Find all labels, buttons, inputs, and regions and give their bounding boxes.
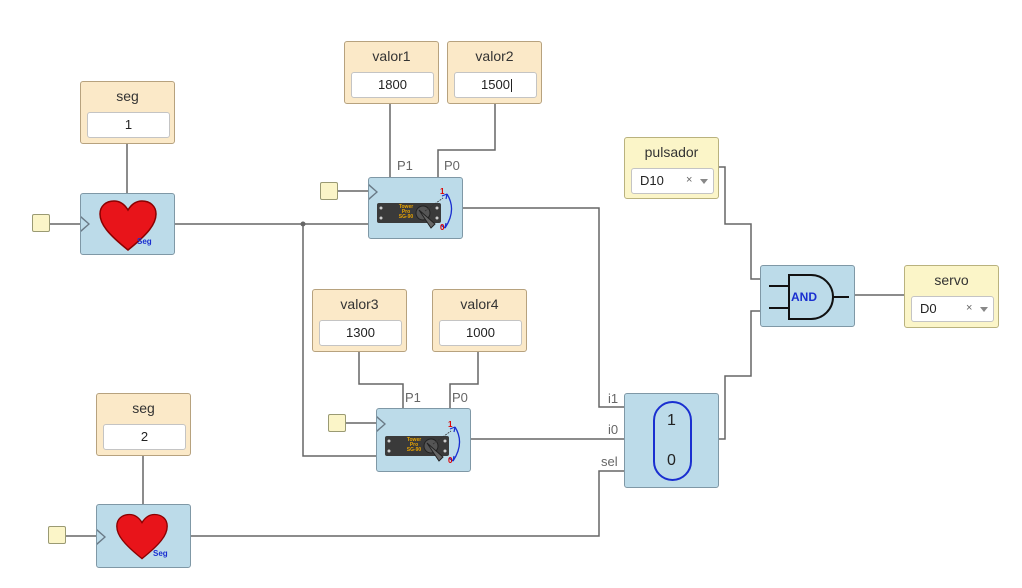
- seg1-value-field[interactable]: 1: [87, 112, 170, 138]
- valor4-value-field[interactable]: 1000: [439, 320, 522, 346]
- heart2-clock-port[interactable]: [48, 526, 66, 544]
- chevron-down-icon[interactable]: [980, 307, 988, 312]
- pulsador-input-block[interactable]: pulsador D10 ×: [624, 137, 719, 199]
- valor2-value-field[interactable]: 1500: [454, 72, 537, 98]
- valor4-constant-block[interactable]: valor4 1000: [432, 289, 527, 352]
- servo1-angle-top: 1: [440, 187, 445, 196]
- mux-top-value: 1: [667, 412, 676, 429]
- valor4-title: valor4: [460, 296, 499, 312]
- valor2-title: valor2: [475, 48, 514, 64]
- valor2-constant-block[interactable]: valor2 1500: [447, 41, 542, 104]
- seg2-value-field[interactable]: 2: [103, 424, 186, 450]
- servo2-clock-marker: [377, 416, 386, 432]
- wire-valor2-p0: [437, 103, 496, 177]
- servo-title: servo: [934, 272, 969, 288]
- heart-icon: [116, 513, 168, 560]
- pulsador-clear-icon[interactable]: ×: [686, 174, 693, 186]
- servo1-clock-port[interactable]: [320, 182, 338, 200]
- wire-junction: [300, 221, 306, 227]
- servo2-angle-bottom: 0: [448, 456, 453, 465]
- heart1-clock-port[interactable]: [32, 214, 50, 232]
- mux-i1-label: i1: [608, 391, 619, 406]
- seg2-constant-block[interactable]: seg 2: [96, 393, 191, 456]
- mux-sel-label: sel: [601, 454, 618, 469]
- multiplexer-block[interactable]: 1 0: [624, 393, 719, 488]
- text-cursor: [511, 79, 512, 92]
- heart1-clock-marker: [81, 216, 90, 232]
- valor3-constant-block[interactable]: valor3 1300: [312, 289, 407, 352]
- seg1-constant-block[interactable]: seg 1: [80, 81, 175, 144]
- valor1-title: valor1: [372, 48, 411, 64]
- wire-heart2-sel: [190, 470, 624, 537]
- servo2-p1-label: P1: [405, 390, 421, 405]
- valor1-value-field[interactable]: 1800: [351, 72, 434, 98]
- heart-icon: [99, 200, 157, 251]
- heart1-label: Seg: [137, 237, 152, 246]
- mux-bottom-value: 0: [667, 452, 676, 469]
- chevron-down-icon[interactable]: [700, 179, 708, 184]
- mux-i0-label: i0: [608, 422, 619, 437]
- and-gate-label: AND: [791, 290, 817, 304]
- wire-heart1-servo2: [302, 224, 376, 457]
- heart2-clock-marker: [97, 529, 106, 545]
- servo1-p1-label: P1: [397, 158, 413, 173]
- and-gate-icon: [769, 274, 849, 320]
- heart2-label: Seg: [153, 549, 168, 558]
- wire-valor3-p1: [358, 351, 404, 408]
- wire-pulsador-and: [718, 166, 760, 280]
- and-gate-block[interactable]: AND: [760, 265, 855, 327]
- servo1-angle-bottom: 0: [440, 223, 445, 232]
- valor1-constant-block[interactable]: valor1 1800: [344, 41, 439, 104]
- seg1-title: seg: [116, 88, 139, 104]
- servo2-angle-top: 1: [448, 420, 453, 429]
- servo2-p0-label: P0: [452, 390, 468, 405]
- wire-servo1-i1: [463, 207, 624, 408]
- servo1-clock-marker: [369, 184, 378, 200]
- wire-valor4-p0: [449, 351, 479, 408]
- servo-clear-icon[interactable]: ×: [966, 302, 973, 314]
- servo-motor-icon: [377, 193, 453, 229]
- wire-mux-and: [718, 310, 760, 440]
- pulsador-title: pulsador: [644, 144, 699, 160]
- valor3-title: valor3: [340, 296, 379, 312]
- servo2-clock-port[interactable]: [328, 414, 346, 432]
- servo-output-block[interactable]: servo D0 ×: [904, 265, 999, 328]
- valor3-value-field[interactable]: 1300: [319, 320, 402, 346]
- heart2-heartbeat-block[interactable]: Seg: [96, 504, 191, 568]
- servo1-p0-label: P0: [444, 158, 460, 173]
- servo-motor-icon: [385, 426, 461, 462]
- mux-oval-shape: [653, 401, 692, 481]
- heart1-heartbeat-block[interactable]: Seg: [80, 193, 175, 255]
- seg2-title: seg: [132, 400, 155, 416]
